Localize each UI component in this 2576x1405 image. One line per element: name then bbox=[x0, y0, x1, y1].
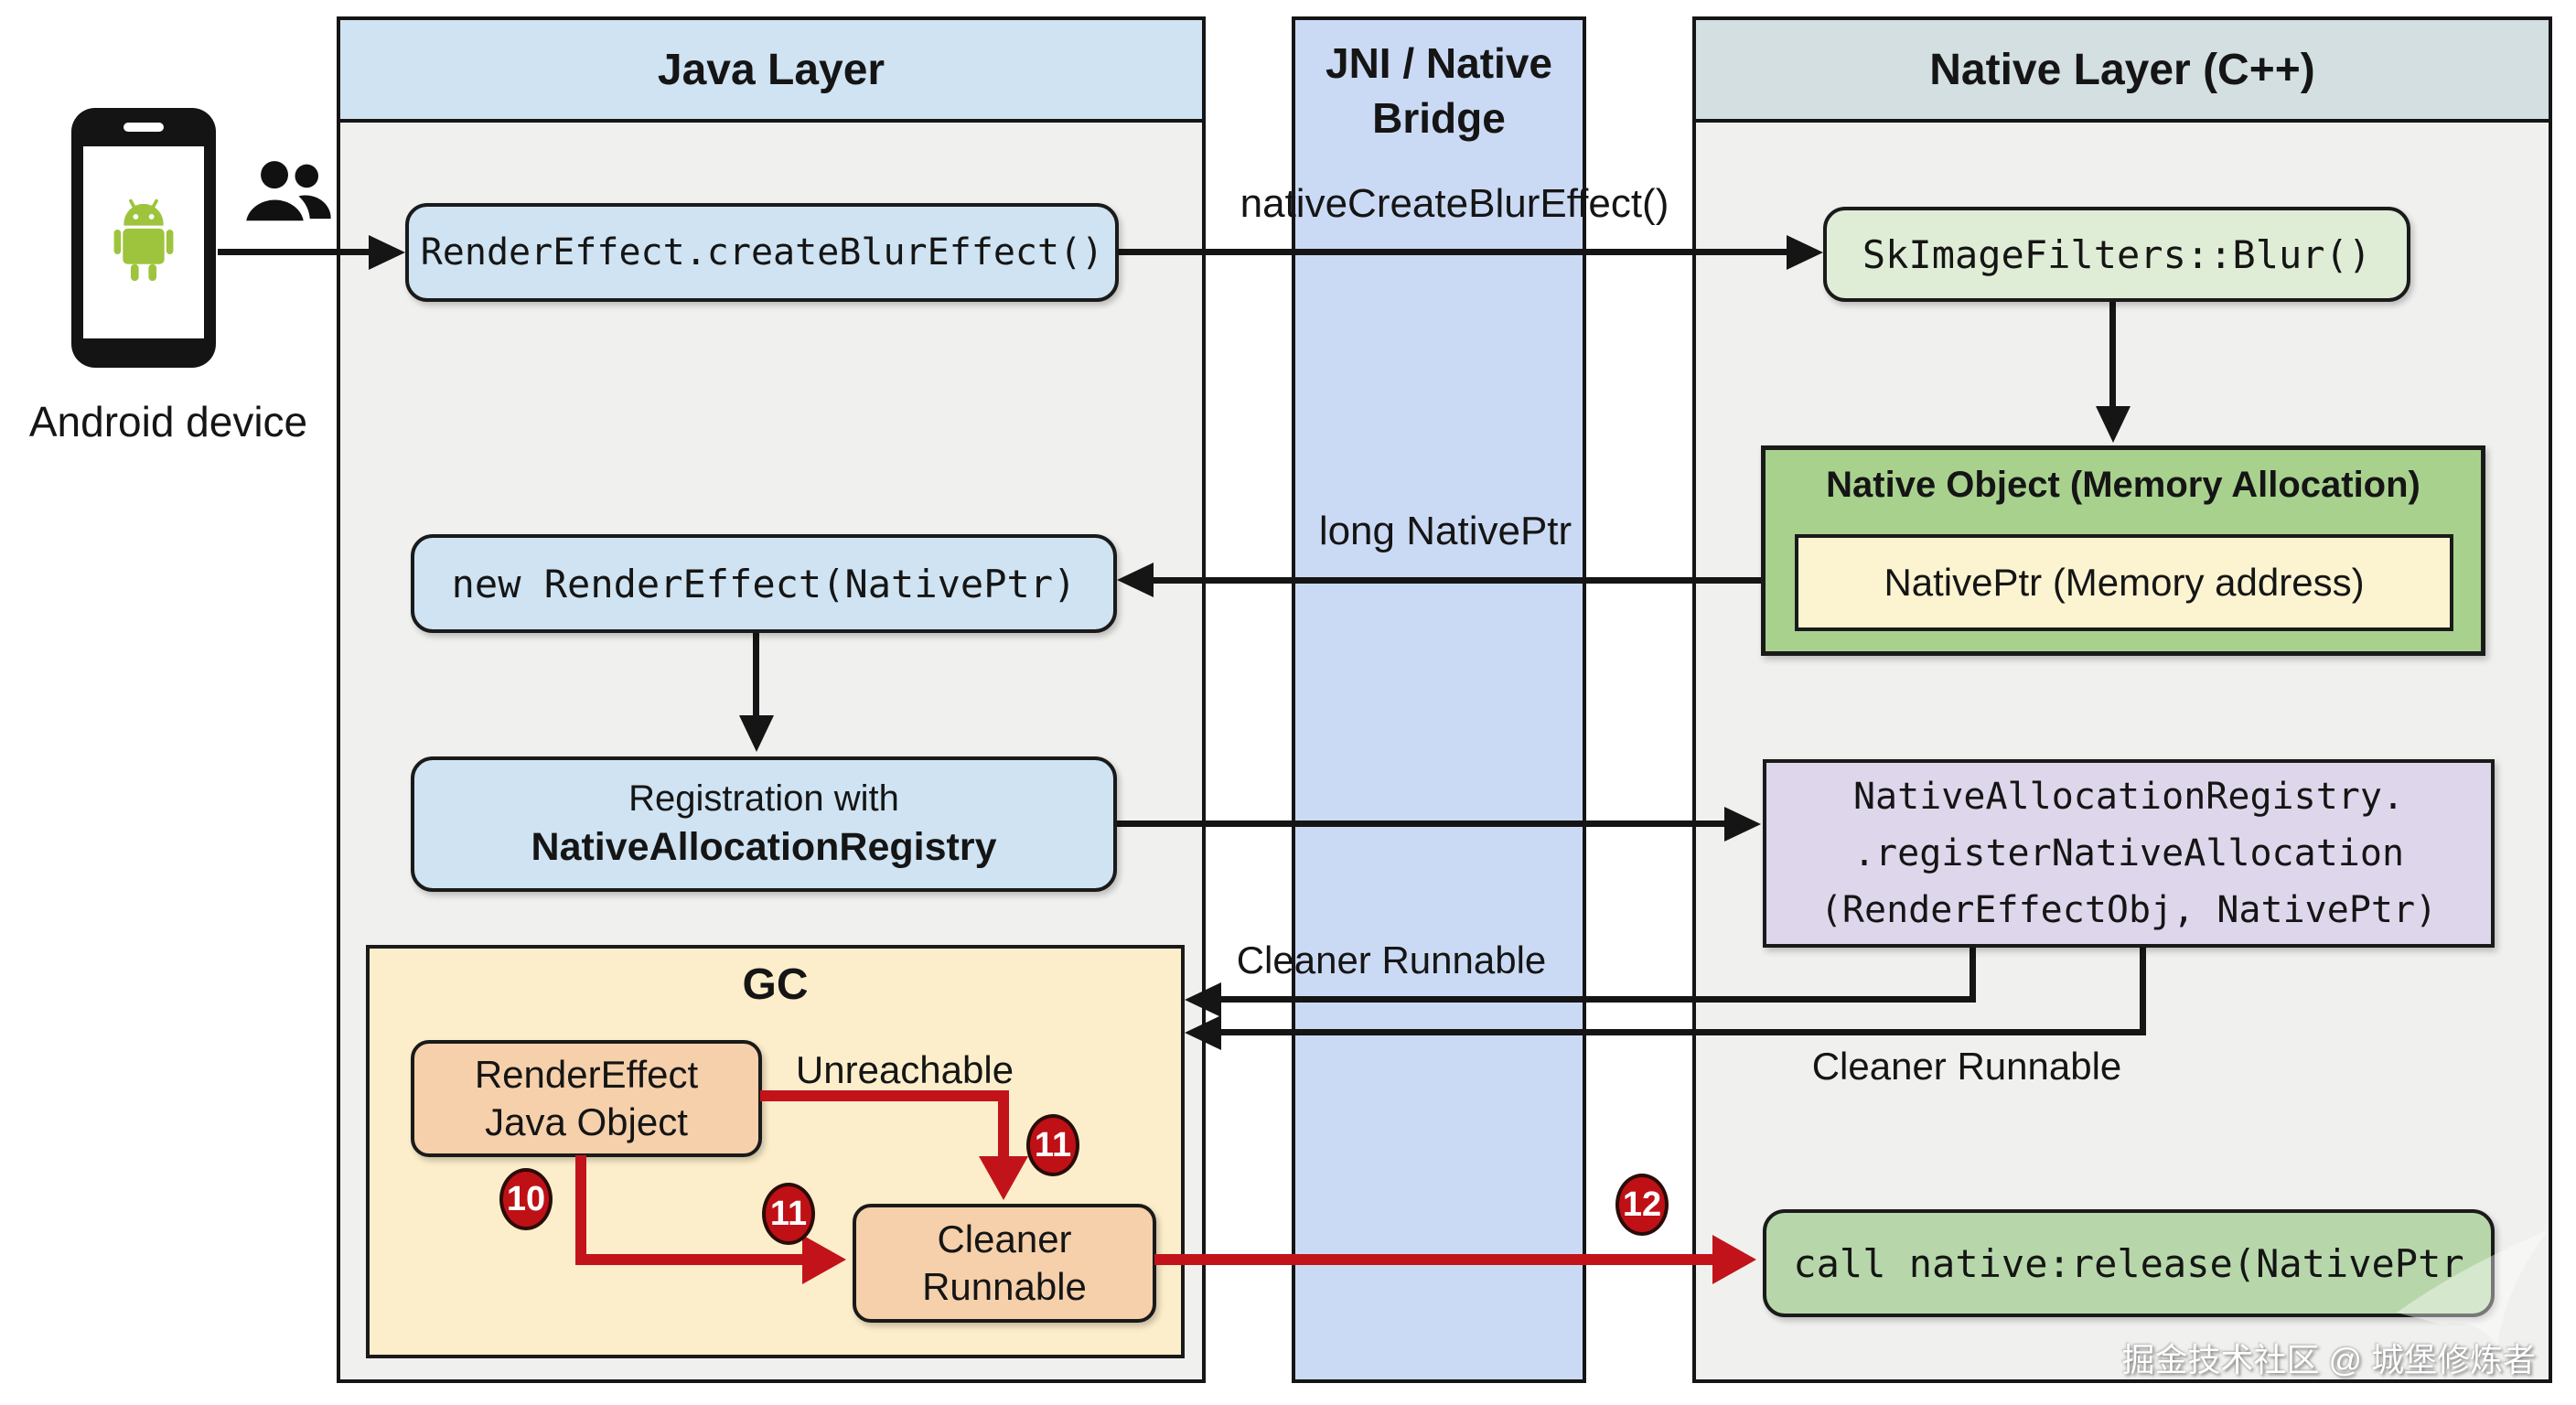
arrow-skblur-to-nativeobject-line bbox=[2109, 302, 2116, 408]
red-gc-line-vertical bbox=[575, 1155, 586, 1265]
new-render-effect-text: new RenderEffect(NativePtr) bbox=[451, 561, 1077, 606]
android-robot-icon bbox=[113, 198, 174, 282]
native-object-node: Native Object (Memory Allocation) Native… bbox=[1761, 445, 2485, 656]
jni-bridge-title: JNI / Native Bridge bbox=[1326, 39, 1552, 142]
arrow-registrycall-to-gc-lower-line bbox=[1221, 1029, 2143, 1035]
sk-image-filters-node: SkImageFilters::Blur() bbox=[1823, 207, 2410, 302]
paper-plane-watermark bbox=[2397, 1230, 2548, 1345]
arrow-newrendereffect-to-registration-head bbox=[739, 715, 774, 752]
phone-screen bbox=[83, 146, 204, 338]
registry-call-line2: .registerNativeAllocation bbox=[1852, 832, 2405, 874]
native-object-title: Native Object (Memory Allocation) bbox=[1826, 465, 2420, 505]
native-create-blur-label: nativeCreateBlurEffect() bbox=[1240, 181, 1669, 226]
arrow-nativeptr-to-newrendereffect-line bbox=[1152, 577, 1793, 584]
step-badge-12: 12 bbox=[1615, 1174, 1669, 1236]
java-layer-header: Java Layer bbox=[340, 20, 1202, 123]
native-layer-title: Native Layer (C++) bbox=[1929, 45, 2315, 94]
red-unreachable-line-horizontal bbox=[760, 1090, 1009, 1101]
red-release-line bbox=[1154, 1254, 1714, 1265]
render-effect-java-object-line2: Java Object bbox=[485, 1100, 688, 1143]
render-effect-java-object-node: RenderEffect Java Object bbox=[411, 1040, 762, 1157]
registry-call-line3: (RenderEffectObj, NativePtr) bbox=[1819, 889, 2438, 931]
registration-node: Registration with NativeAllocationRegist… bbox=[411, 756, 1117, 892]
native-release-text: call native:release(NativePtr bbox=[1793, 1240, 2464, 1286]
long-native-ptr-label: long NativePtr bbox=[1318, 509, 1572, 553]
arrow-createblur-to-skblur-head bbox=[1787, 235, 1823, 270]
unreachable-label: Unreachable bbox=[795, 1048, 1014, 1091]
create-blur-effect-text: RenderEffect.createBlurEffect() bbox=[420, 231, 1104, 273]
render-effect-java-object-line1: RenderEffect bbox=[474, 1052, 699, 1096]
arrow-registrycall-to-gc-upper-line bbox=[1221, 996, 1973, 1003]
native-ptr-node: NativePtr (Memory address) bbox=[1795, 534, 2453, 631]
phone-speaker bbox=[123, 123, 164, 132]
red-gc-arrow-head bbox=[802, 1235, 846, 1284]
arrow-registrycall-to-gc-lower-vline bbox=[2140, 948, 2146, 1035]
registration-line1: Registration with bbox=[628, 778, 899, 820]
red-gc-line-horizontal bbox=[575, 1254, 806, 1265]
arrow-createblur-to-skblur-line bbox=[1119, 249, 1788, 255]
java-layer-title: Java Layer bbox=[657, 45, 886, 94]
red-release-arrow-head bbox=[1712, 1235, 1756, 1284]
step-badge-11-unreachable: 11 bbox=[1026, 1114, 1079, 1176]
native-layer-header: Native Layer (C++) bbox=[1696, 20, 2549, 123]
step-badge-10: 10 bbox=[499, 1168, 553, 1230]
native-release-node: call native:release(NativePtr bbox=[1763, 1209, 2495, 1317]
arrow-device-to-createblur-head bbox=[369, 235, 405, 270]
new-render-effect-node: new RenderEffect(NativePtr) bbox=[411, 534, 1117, 633]
arrow-registration-to-registrycall-line bbox=[1115, 820, 1724, 827]
native-ptr-text: NativePtr (Memory address) bbox=[1884, 561, 2365, 604]
arrow-registrycall-to-gc-lower-head bbox=[1185, 1015, 1221, 1050]
registry-call-node: NativeAllocationRegistry. .registerNativ… bbox=[1763, 759, 2495, 948]
users-icon bbox=[246, 161, 331, 221]
cleaner-runnable-node-line2: Runnable bbox=[922, 1265, 1087, 1308]
create-blur-effect-node: RenderEffect.createBlurEffect() bbox=[405, 203, 1119, 302]
arrow-registrycall-to-gc-upper-head bbox=[1185, 982, 1221, 1017]
jni-bridge-column: JNI / Native Bridge bbox=[1292, 16, 1586, 1383]
registry-call-line1: NativeAllocationRegistry. bbox=[1852, 776, 2405, 818]
cleaner-runnable-node-line1: Cleaner bbox=[937, 1217, 1072, 1260]
phone-icon bbox=[71, 108, 216, 368]
arrow-skblur-to-nativeobject-head bbox=[2096, 406, 2131, 443]
arrow-registration-to-registrycall-head bbox=[1724, 807, 1761, 842]
arrow-device-to-createblur-line bbox=[218, 249, 373, 255]
watermark-text: 掘金技术社区 @ 城堡修炼者 bbox=[2121, 1341, 2536, 1378]
step-badge-11-gc: 11 bbox=[762, 1183, 815, 1245]
cleaner-runnable-node: Cleaner Runnable bbox=[853, 1204, 1156, 1323]
sk-image-filters-text: SkImageFilters::Blur() bbox=[1862, 231, 2372, 277]
registration-line2: NativeAllocationRegistry bbox=[531, 825, 997, 870]
arrow-registrycall-to-gc-upper-vline bbox=[1970, 948, 1976, 1003]
red-unreachable-arrow-head bbox=[979, 1156, 1028, 1200]
gc-title: GC bbox=[742, 960, 809, 1009]
red-unreachable-line-vertical bbox=[998, 1090, 1009, 1162]
android-device-label: Android device bbox=[28, 398, 308, 445]
arrow-newrendereffect-to-registration-line bbox=[753, 631, 759, 717]
cleaner-runnable-lower-label: Cleaner Runnable bbox=[1811, 1045, 2122, 1088]
cleaner-runnable-upper-label: Cleaner Runnable bbox=[1236, 938, 1547, 981]
arrow-nativeptr-to-newrendereffect-head bbox=[1117, 563, 1154, 597]
